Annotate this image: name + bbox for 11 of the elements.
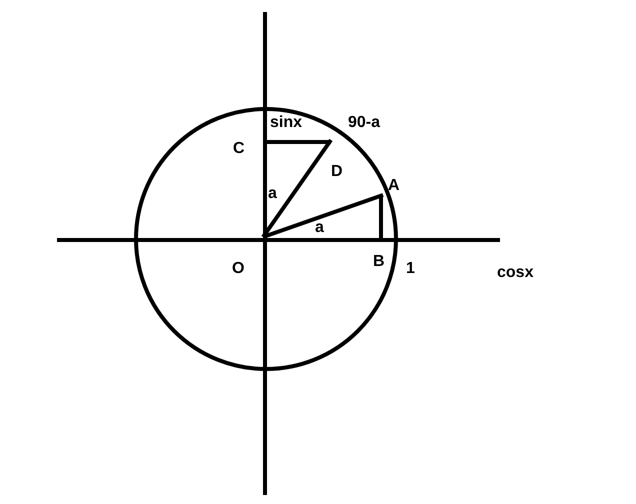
axis-label: cosx [497, 264, 534, 282]
angle-label: 90-a [348, 114, 380, 132]
angle-label: a [315, 219, 324, 237]
value-label: 1 [406, 260, 415, 278]
point-label: B [373, 253, 385, 271]
function-label: sinx [270, 114, 302, 132]
point-label: O [232, 260, 244, 278]
point-label: A [388, 177, 400, 195]
point-label: C [233, 140, 245, 158]
point-label: D [331, 163, 343, 181]
angle-label: a [268, 185, 277, 203]
